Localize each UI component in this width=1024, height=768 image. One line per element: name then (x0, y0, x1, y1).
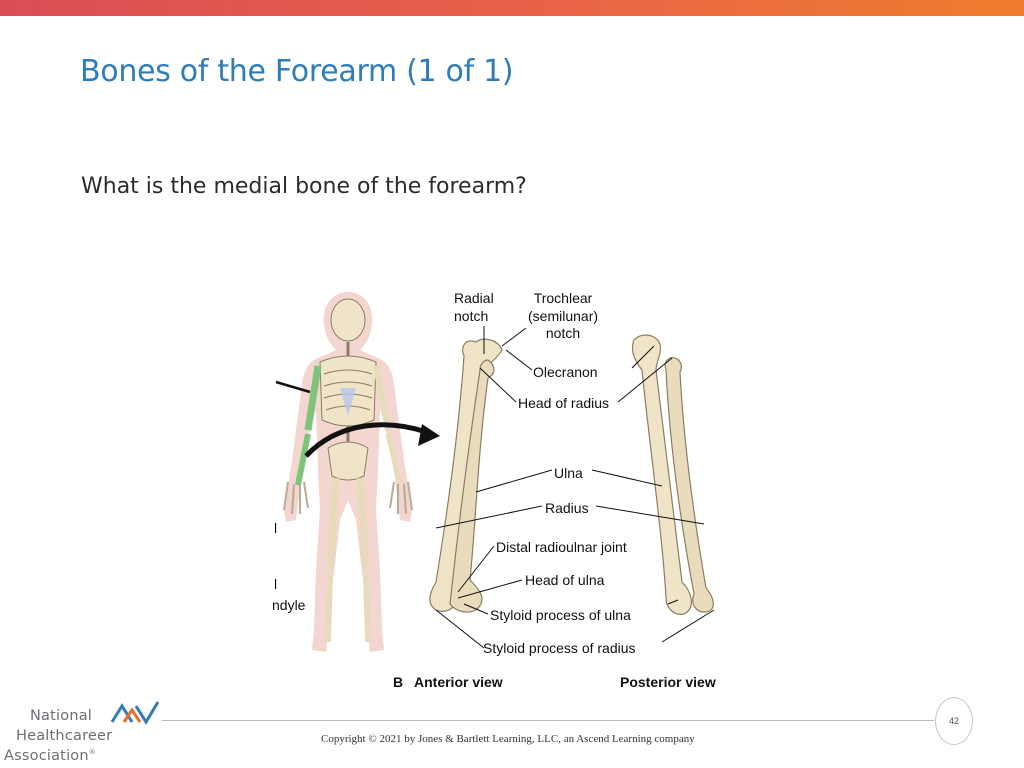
slide-title: Bones of the Forearm (1 of 1) (80, 54, 514, 89)
label-anterior-view: Anterior view (414, 674, 503, 690)
posterior-radius (664, 357, 714, 613)
label-head-of-radius: Head of radius (518, 395, 610, 411)
skeleton-body (275, 292, 413, 652)
label-radial-notch: Radial notch (454, 290, 494, 324)
highlighted-forearm (295, 433, 311, 486)
page-number: 42 (935, 697, 973, 745)
label-distal-radioulnar-joint: Distal radioulnar joint (496, 539, 627, 555)
label-styloid-process-of-ulna: Styloid process of ulna (490, 607, 631, 623)
cropped-label-fragment: ndyle (272, 597, 306, 613)
posterior-ulna (631, 334, 692, 615)
cropped-label-fragment: l (274, 576, 278, 592)
posterior-view-bones (631, 334, 714, 615)
logo-line-national: National (30, 708, 93, 724)
label-posterior-view: Posterior view (620, 674, 716, 690)
nha-logo: National Healthcareer Association® (4, 700, 164, 766)
copyright-notice: Copyright © 2021 by Jones & Bartlett Lea… (321, 733, 695, 745)
forearm-figure: l l ndyle Radial notch Trochlear (semilu… (270, 270, 750, 700)
label-radius: Radius (545, 500, 589, 516)
panel-letter: B (393, 674, 404, 690)
label-ulna: Ulna (554, 465, 583, 481)
footer-divider (162, 720, 934, 721)
cropped-label-fragment: l (274, 520, 278, 536)
forearm-illustration (275, 292, 715, 652)
logo-line-association: Association® (4, 748, 96, 764)
label-olecranon: Olecranon (533, 364, 598, 380)
top-accent-bar (0, 0, 1024, 16)
logo-mark-icon (110, 701, 160, 725)
highlighted-humerus (304, 365, 322, 431)
slide-question: What is the medial bone of the forearm? (81, 174, 527, 199)
page-number-text: 42 (948, 716, 959, 726)
leader-lines (435, 326, 715, 649)
label-trochlear-notch: Trochlear (semilunar) notch (528, 290, 599, 341)
label-head-of-ulna: Head of ulna (525, 572, 605, 588)
label-styloid-process-of-radius: Styloid process of radius (483, 640, 636, 656)
logo-line-healthcareer: Healthcareer (16, 728, 113, 744)
anterior-radius (449, 359, 495, 613)
anterior-view-bones (429, 338, 503, 613)
pointing-arrow (304, 422, 440, 458)
